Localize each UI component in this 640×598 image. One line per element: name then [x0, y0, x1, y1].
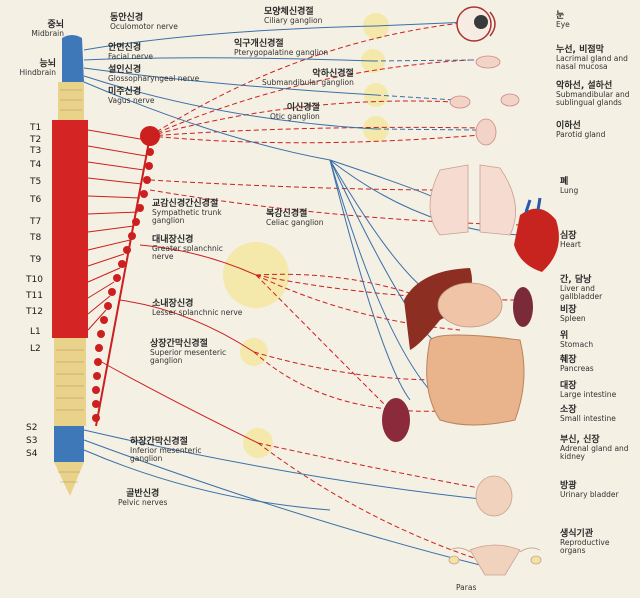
organ-reproductive [448, 544, 542, 576]
organ-heart [514, 197, 559, 272]
segment-label: T2 [30, 135, 42, 145]
segment-label: T12 [26, 307, 43, 317]
segment-label: T1 [30, 123, 42, 133]
segment-label: T7 [30, 217, 42, 227]
organ-kidney [382, 398, 410, 442]
organ-salivary-glands [449, 93, 520, 109]
segment-label: T5 [30, 177, 42, 187]
segment-label: T6 [30, 195, 42, 205]
paras-label: Paras [456, 583, 477, 592]
segment-label: L2 [30, 344, 41, 354]
organ-bladder [475, 475, 513, 517]
segment-label: S4 [26, 449, 38, 459]
organ-stomach [437, 282, 503, 328]
segment-label: T4 [30, 160, 42, 170]
segment-label: T10 [26, 275, 43, 285]
segment-label: T3 [30, 146, 42, 156]
organ-lacrimal-gland [475, 55, 501, 69]
sympathetic-fibers [87, 129, 259, 444]
parasympathetic-dashed [372, 59, 479, 131]
sympathetic-postganglionic [149, 21, 521, 561]
organ-intestines [426, 334, 525, 426]
segment-label: T11 [26, 291, 43, 301]
segment-label: T9 [30, 255, 42, 265]
parasympathetic-fibers [83, 21, 521, 566]
organ-eye [456, 6, 496, 42]
segment-label: S2 [26, 423, 38, 433]
segment-label: T8 [30, 233, 42, 243]
segment-label: L1 [30, 327, 41, 337]
organ-parotid-gland [475, 118, 497, 146]
organ-spleen [513, 287, 533, 327]
segment-label: S3 [26, 436, 38, 446]
spinal-cord [52, 35, 88, 496]
organ-lungs [429, 164, 516, 236]
